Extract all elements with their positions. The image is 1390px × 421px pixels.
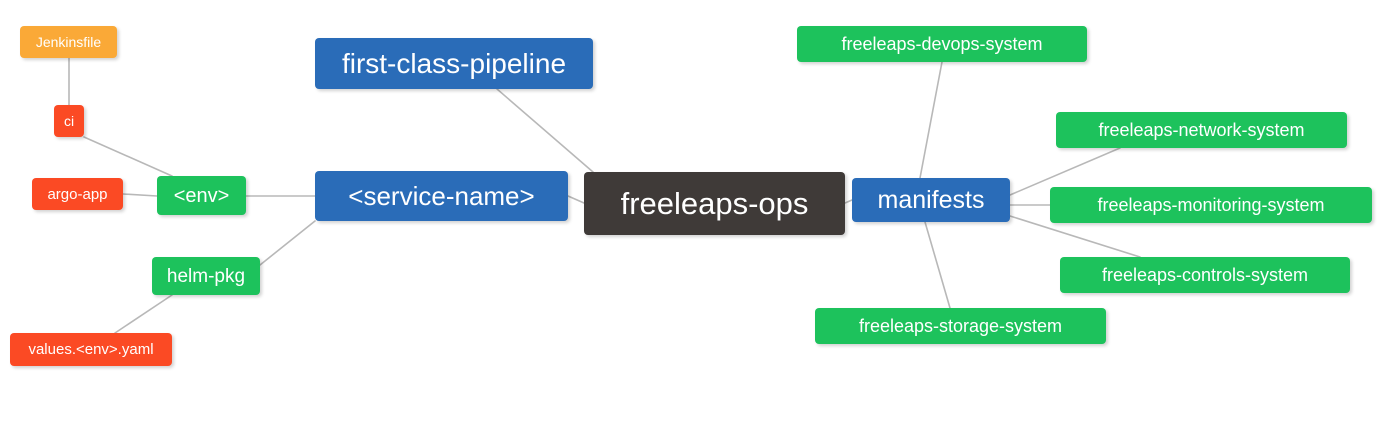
node-label-freeleaps-devops-system: freeleaps-devops-system xyxy=(841,34,1043,54)
node-label-freeleaps-ops: freeleaps-ops xyxy=(620,186,809,221)
mindmap-node-freeleaps-monitoring-system[interactable]: freeleaps-monitoring-system xyxy=(1050,187,1372,223)
node-label-service-name: <service-name> xyxy=(348,181,535,211)
edge-env-to-ci xyxy=(83,136,173,177)
mindmap-node-helm-pkg[interactable]: helm-pkg xyxy=(152,257,260,295)
edge-service-name-to-helm-pkg xyxy=(259,220,316,266)
mindmap-node-ci[interactable]: ci xyxy=(54,105,84,137)
edge-freeleaps-ops-to-manifests xyxy=(844,199,853,204)
edge-env-to-argo-app xyxy=(122,193,158,197)
mindmap-node-env[interactable]: <env> xyxy=(157,176,246,215)
node-label-jenkinsfile: Jenkinsfile xyxy=(35,34,102,50)
node-label-freeleaps-controls-system: freeleaps-controls-system xyxy=(1101,265,1309,285)
edge-manifests-to-freeleaps-storage-system xyxy=(924,221,951,309)
mindmap-node-first-class-pipeline[interactable]: first-class-pipeline xyxy=(315,38,593,89)
edge-manifests-to-freeleaps-devops-system xyxy=(919,61,943,179)
node-label-ci: ci xyxy=(63,113,75,129)
mindmap-node-freeleaps-devops-system[interactable]: freeleaps-devops-system xyxy=(797,26,1087,62)
node-label-values-yaml: values.<env>.yaml xyxy=(28,341,154,358)
edge-freeleaps-ops-to-service-name xyxy=(567,195,585,204)
edge-freeleaps-ops-to-first-class-pipeline xyxy=(496,88,594,173)
mindmap-node-freeleaps-storage-system[interactable]: freeleaps-storage-system xyxy=(815,308,1106,344)
mindmap-node-freeleaps-network-system[interactable]: freeleaps-network-system xyxy=(1056,112,1347,148)
mindmap-node-service-name[interactable]: <service-name> xyxy=(315,171,568,221)
node-label-freeleaps-network-system: freeleaps-network-system xyxy=(1098,120,1305,140)
mindmap-node-freeleaps-controls-system[interactable]: freeleaps-controls-system xyxy=(1060,257,1350,293)
mindmap-node-argo-app[interactable]: argo-app xyxy=(32,178,123,210)
node-label-manifests: manifests xyxy=(877,185,985,214)
mindmap-node-manifests[interactable]: manifests xyxy=(852,178,1010,222)
node-label-env: <env> xyxy=(173,184,230,207)
mindmap-node-jenkinsfile[interactable]: Jenkinsfile xyxy=(20,26,117,58)
node-label-first-class-pipeline: first-class-pipeline xyxy=(341,47,567,79)
mindmap-node-freeleaps-ops[interactable]: freeleaps-ops xyxy=(584,172,845,235)
node-label-argo-app: argo-app xyxy=(47,185,108,203)
edge-helm-pkg-to-values-yaml xyxy=(114,294,173,334)
node-label-helm-pkg: helm-pkg xyxy=(166,265,246,287)
node-label-freeleaps-storage-system: freeleaps-storage-system xyxy=(858,316,1063,336)
mindmap-node-values-yaml[interactable]: values.<env>.yaml xyxy=(10,333,172,366)
node-label-freeleaps-monitoring-system: freeleaps-monitoring-system xyxy=(1097,195,1325,215)
